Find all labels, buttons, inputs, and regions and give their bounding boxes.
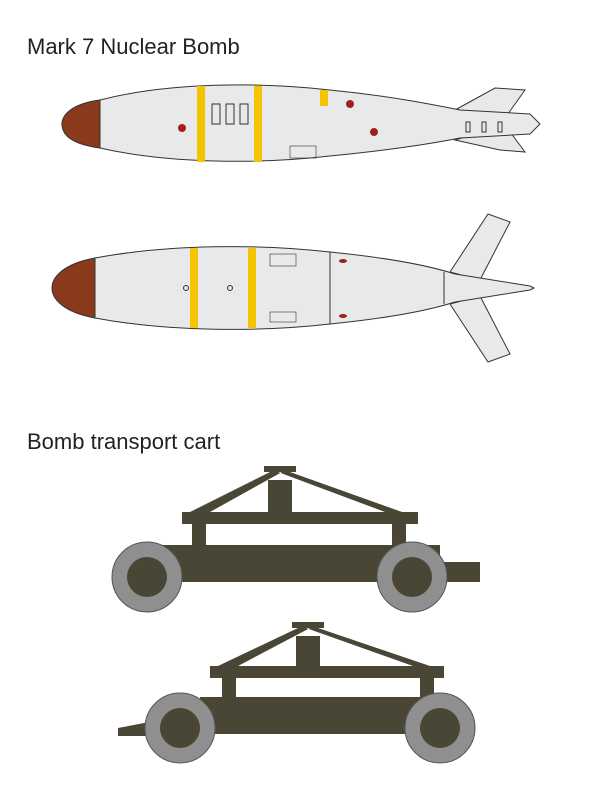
cart-mount — [296, 636, 320, 670]
bomb-nose — [51, 257, 96, 319]
bomb-stencil — [269, 253, 297, 267]
bomb-stencil — [269, 311, 297, 323]
cart-crossbeam — [210, 666, 444, 678]
transport-cart-lower — [118, 622, 476, 764]
bomb-section-title: Mark 7 Nuclear Bomb — [27, 34, 240, 59]
bomb-band — [248, 248, 256, 328]
cart-section-title: Bomb transport cart — [27, 429, 221, 454]
cart-mount-top — [264, 466, 296, 472]
bomb-lug — [225, 103, 235, 125]
cart-frame — [160, 545, 440, 565]
cart-wheel-hub — [392, 557, 432, 597]
bomb-tail-fin-upper — [449, 213, 511, 281]
bomb-marking — [339, 259, 347, 263]
cart-post — [192, 520, 206, 550]
bomb-marking — [370, 128, 378, 136]
bomb-marking — [227, 285, 233, 291]
cart-mount-top — [292, 622, 324, 628]
transport-cart-upper — [111, 466, 480, 613]
bomb-body — [94, 246, 536, 330]
cart-wheel-hub — [420, 708, 460, 748]
bomb-band — [254, 86, 262, 162]
bomb-marking — [183, 285, 189, 291]
bomb-nose — [61, 99, 101, 149]
cart-truss — [218, 628, 430, 666]
bomb-stencil — [289, 145, 317, 159]
cart-truss — [190, 472, 402, 512]
cart-mount — [268, 480, 292, 516]
bomb-side-view — [61, 84, 541, 162]
bomb-marking — [339, 314, 347, 318]
bomb-tail-slot — [481, 121, 487, 133]
cart-wheel-hub — [127, 557, 167, 597]
bomb-band — [320, 90, 328, 106]
bomb-body — [99, 84, 541, 162]
bomb-marking — [178, 124, 186, 132]
bomb-tail-fin-lower — [449, 295, 511, 363]
bomb-tail-slot — [465, 121, 471, 133]
bomb-band — [190, 248, 198, 328]
cart-frame — [200, 697, 440, 717]
bomb-top-view — [51, 213, 536, 363]
cart-post — [222, 674, 236, 702]
bomb-lug — [239, 103, 249, 125]
cart-post — [392, 520, 406, 550]
bomb-marking — [346, 100, 354, 108]
cart-frame — [150, 714, 450, 734]
cart-crossbeam — [182, 512, 418, 524]
bomb-band — [197, 86, 205, 162]
bomb-tail-slot — [497, 121, 503, 133]
bomb-lug — [211, 103, 221, 125]
cart-wheel-hub — [160, 708, 200, 748]
